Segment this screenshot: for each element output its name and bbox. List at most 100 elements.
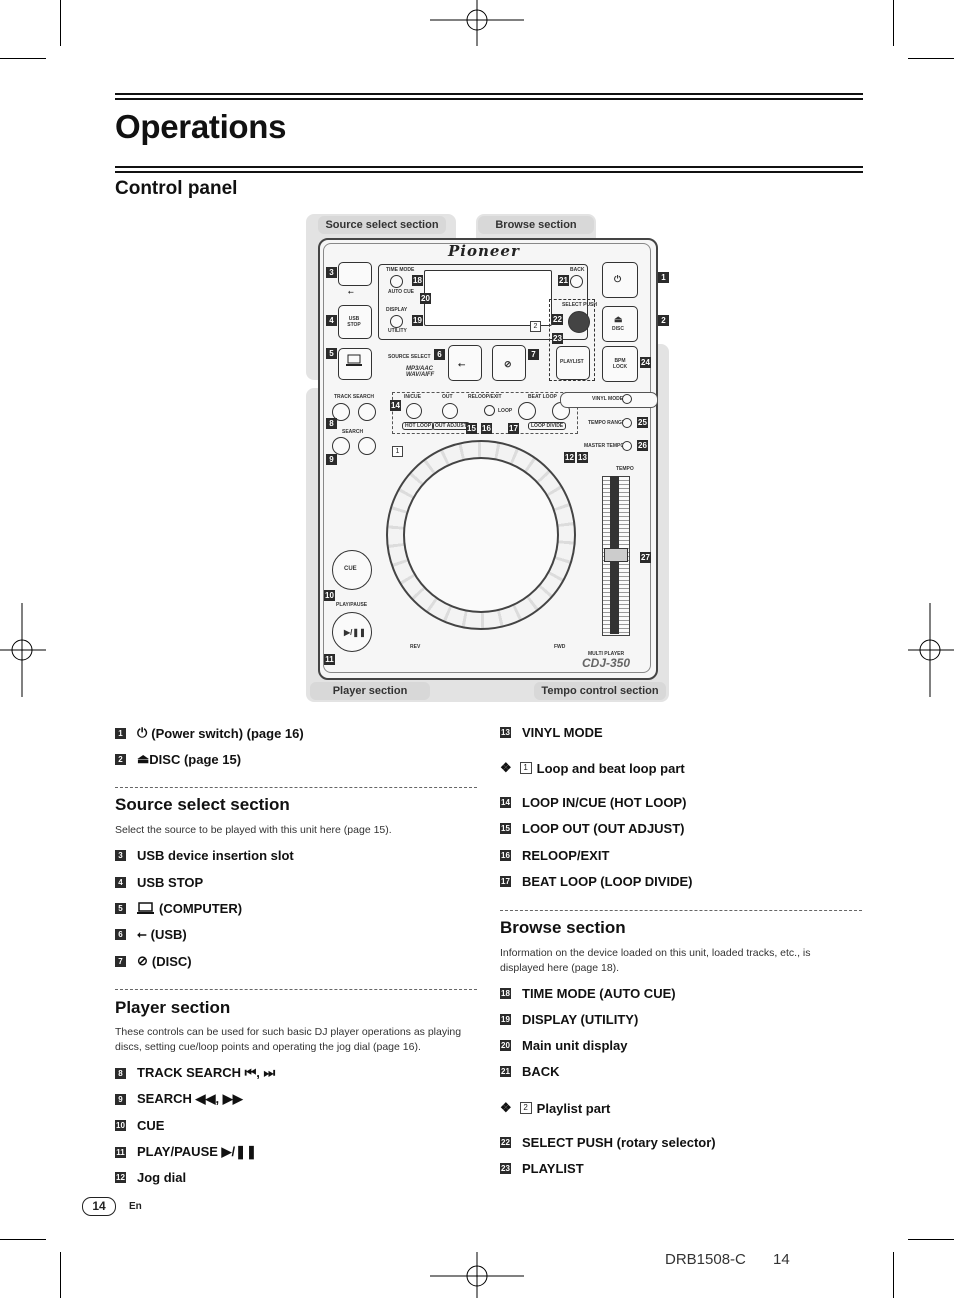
item-text: USB device insertion slot bbox=[137, 848, 294, 863]
item-text: USB STOP bbox=[137, 875, 204, 890]
item-number: 19 bbox=[500, 1014, 511, 1025]
item-number: 14 bbox=[500, 797, 511, 808]
crop-mark bbox=[0, 58, 46, 59]
callout-7: 7 bbox=[528, 349, 539, 360]
select-push-knob[interactable] bbox=[568, 311, 590, 333]
item-number: 17 bbox=[500, 876, 511, 887]
part-title: Playlist part bbox=[536, 1100, 611, 1116]
callout-23: 23 bbox=[552, 333, 563, 344]
back-button[interactable] bbox=[570, 275, 583, 288]
source-select-zone-label: Source select section bbox=[318, 216, 446, 234]
callout-24: 24 bbox=[640, 357, 651, 368]
utility-label: UTILITY bbox=[388, 328, 407, 334]
cue-button[interactable] bbox=[332, 550, 372, 590]
item-number: 7 bbox=[115, 955, 126, 967]
loop-part-heading: ❖ 1 Loop and beat loop part bbox=[500, 760, 685, 776]
usb-icon: ⭠ bbox=[137, 927, 147, 941]
player-zone-label: Player section bbox=[310, 682, 430, 700]
tempo-range-button[interactable] bbox=[622, 418, 632, 428]
track-search-next-button[interactable] bbox=[358, 403, 376, 421]
usb-source-button[interactable] bbox=[448, 345, 482, 381]
player-heading: Player section bbox=[115, 998, 231, 1017]
disc-source-button[interactable] bbox=[492, 345, 526, 381]
beat-loop-minus-button[interactable] bbox=[518, 402, 536, 420]
list-item: 9 SEARCH ◀◀, ▶▶ bbox=[115, 1091, 243, 1107]
item-text: CUE bbox=[137, 1118, 165, 1133]
playlist-part-heading: ❖ 2 Playlist part bbox=[500, 1100, 610, 1116]
search-rev-button[interactable] bbox=[332, 437, 350, 455]
usb-icon: ⭠ bbox=[348, 289, 354, 296]
track-search-prev-button[interactable] bbox=[332, 403, 350, 421]
crop-mark bbox=[893, 0, 894, 46]
list-item: 14 LOOP IN/CUE (HOT LOOP) bbox=[500, 795, 686, 810]
page-number-badge: 14 bbox=[82, 1197, 116, 1216]
out-label: OUT bbox=[442, 394, 453, 400]
loop-out-button[interactable] bbox=[442, 403, 458, 419]
computer-icon bbox=[137, 902, 154, 914]
item-number: 9 bbox=[115, 1093, 126, 1105]
playlist-button[interactable] bbox=[556, 346, 590, 380]
diamond-bullet-icon: ❖ bbox=[500, 1100, 512, 1115]
footer-doc-code: DRB1508-C bbox=[665, 1251, 746, 1268]
master-tempo-button[interactable] bbox=[622, 441, 632, 451]
browse-panel bbox=[378, 264, 588, 340]
usb-stop-label: USB STOP bbox=[347, 316, 361, 328]
time-mode-button[interactable] bbox=[390, 275, 403, 288]
item-text: RELOOP/EXIT bbox=[522, 848, 610, 863]
source-select-heading: Source select section bbox=[115, 795, 290, 814]
callout-15: 15 bbox=[466, 423, 477, 434]
tempo-zone-label: Tempo control section bbox=[534, 682, 666, 700]
registration-mark bbox=[430, 1252, 524, 1298]
model-label: CDJ-350 bbox=[582, 656, 631, 670]
callout-16: 16 bbox=[481, 423, 492, 434]
power-icon: ⏻ bbox=[614, 274, 622, 284]
reloop-exit-button[interactable] bbox=[484, 405, 495, 416]
callout-13: 13 bbox=[577, 452, 588, 463]
callout-4: 4 bbox=[326, 315, 337, 326]
disc-label: DISC bbox=[612, 326, 624, 332]
loop-in-button[interactable] bbox=[406, 403, 422, 419]
list-item: 5(COMPUTER) bbox=[115, 901, 242, 916]
brand-logo: Pioneer bbox=[448, 242, 520, 260]
tempo-slider-knob[interactable] bbox=[604, 548, 628, 562]
item-text: VINYL MODE bbox=[522, 725, 603, 740]
item-text: SELECT PUSH (rotary selector) bbox=[522, 1135, 716, 1150]
display-button[interactable] bbox=[390, 315, 403, 328]
section-title: Control panel bbox=[115, 178, 238, 199]
bpm-lock-label: BPM LOCK bbox=[612, 358, 628, 370]
usb-slot[interactable] bbox=[338, 262, 372, 286]
power-switch[interactable] bbox=[602, 262, 638, 298]
search-fwd-button[interactable] bbox=[358, 437, 376, 455]
callout-8: 8 bbox=[326, 418, 337, 429]
item-text: Main unit display bbox=[522, 1038, 628, 1053]
play-pause-button[interactable] bbox=[332, 612, 372, 652]
crop-mark bbox=[60, 1252, 61, 1298]
item-number: 11 bbox=[115, 1146, 126, 1158]
item-text: SEARCH ◀◀, ▶▶ bbox=[137, 1091, 243, 1106]
cue-label: CUE bbox=[344, 566, 357, 572]
callout-20: 20 bbox=[420, 293, 431, 304]
time-mode-label: TIME MODE bbox=[386, 267, 415, 273]
out-adjust-label: OUT ADJUST bbox=[432, 422, 470, 430]
callout-21: 21 bbox=[558, 275, 569, 286]
model-sub-label: MULTI PLAYER bbox=[588, 651, 625, 657]
item-number: 23 bbox=[500, 1163, 511, 1174]
callout-27: 27 bbox=[640, 552, 651, 563]
bpm-lock-button[interactable] bbox=[602, 346, 638, 382]
diamond-bullet-icon: ❖ bbox=[500, 760, 512, 775]
disc-eject-button[interactable] bbox=[602, 306, 638, 342]
jog-dial-center[interactable] bbox=[403, 457, 559, 613]
callout-loop-part: 1 bbox=[392, 446, 403, 457]
item-text: BACK bbox=[522, 1064, 560, 1079]
item-text: LOOP IN/CUE (HOT LOOP) bbox=[522, 795, 687, 810]
item-text: PLAY/PAUSE ▶/❚❚ bbox=[137, 1144, 257, 1159]
usb-stop-button[interactable] bbox=[338, 305, 372, 339]
play-pause-label: PLAY/PAUSE bbox=[336, 602, 368, 608]
item-number: 2 bbox=[115, 753, 126, 765]
vinyl-mode-button[interactable] bbox=[622, 394, 632, 404]
